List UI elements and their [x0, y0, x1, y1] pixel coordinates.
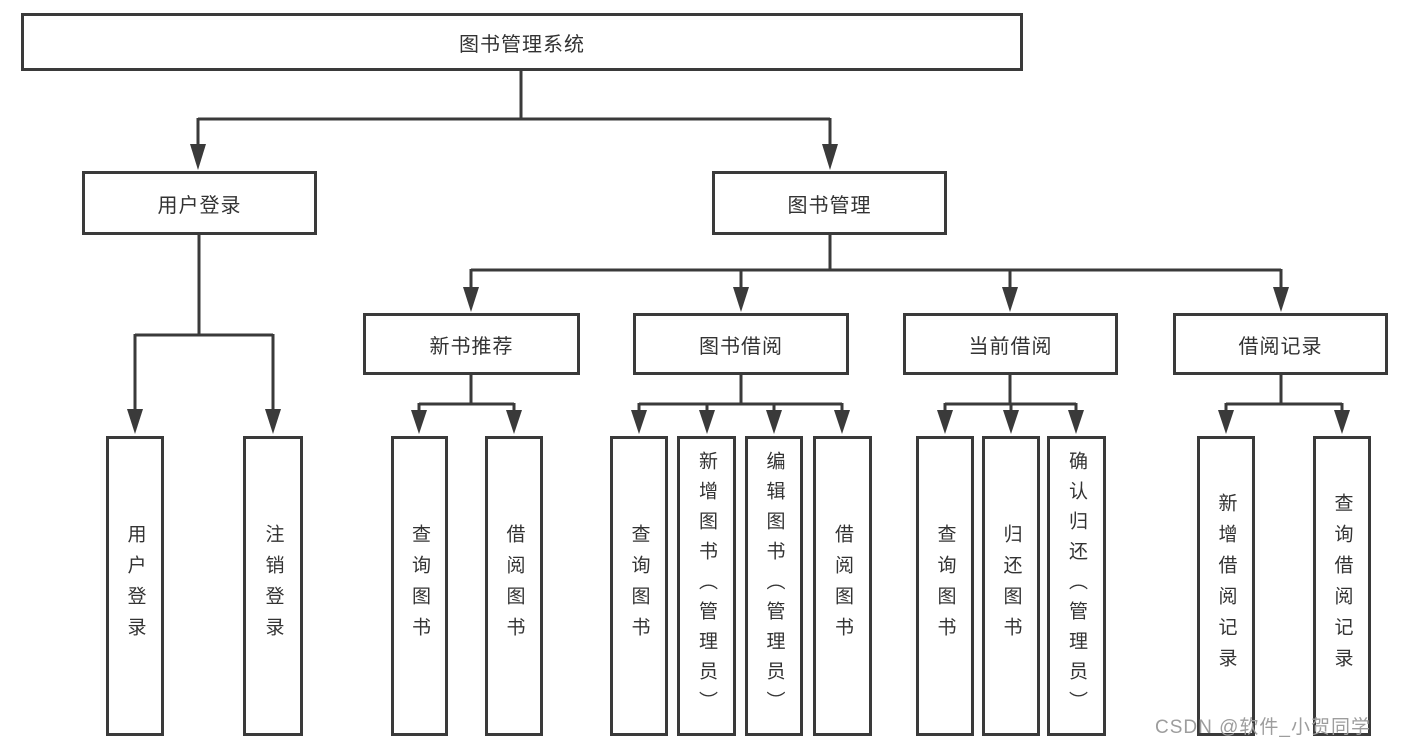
node-current-borrowing: 当前借阅 — [903, 313, 1118, 375]
node-label: 注销登录 — [262, 524, 284, 648]
node-label: 查询图书 — [409, 524, 430, 648]
node-new-book-recommend: 新书推荐 — [363, 313, 580, 375]
node-label: 借阅图书 — [503, 524, 525, 648]
leaf-borrow-books-2: 借阅图书 — [813, 436, 872, 736]
node-book-management: 图书管理 — [712, 171, 947, 235]
node-label: 用户登录 — [157, 194, 242, 217]
leaf-borrow-books-1: 借阅图书 — [485, 436, 543, 736]
leaf-query-borrow-record: 查询借阅记录 — [1313, 436, 1371, 736]
node-label: 借阅图书 — [832, 524, 853, 648]
node-label: 确认归还（管理员） — [1066, 451, 1087, 721]
node-label: 编辑图书（管理员） — [763, 451, 785, 721]
leaf-query-books-2: 查询图书 — [610, 436, 668, 736]
node-label: 图书借阅 — [699, 335, 783, 358]
node-label: 新书推荐 — [429, 335, 514, 358]
node-label: 查询借阅记录 — [1331, 493, 1353, 679]
leaf-user-login: 用户登录 — [106, 436, 164, 736]
csdn-watermark: CSDN @软件_小贺同学 — [1155, 717, 1371, 738]
node-label: 图书管理 — [787, 194, 872, 217]
node-label: 借阅记录 — [1238, 335, 1323, 358]
node-label: 查询图书 — [628, 524, 650, 648]
node-borrowing-records: 借阅记录 — [1173, 313, 1388, 375]
node-label: 图书管理系统 — [459, 33, 585, 56]
leaf-confirm-return-admin: 确认归还（管理员） — [1047, 436, 1106, 736]
arrowheads — [127, 144, 1350, 434]
leaf-query-books-3: 查询图书 — [916, 436, 974, 736]
node-label: 当前借阅 — [968, 335, 1053, 358]
leaf-query-books-1: 查询图书 — [391, 436, 448, 736]
leaf-edit-books-admin: 编辑图书（管理员） — [745, 436, 803, 736]
leaf-add-books-admin: 新增图书（管理员） — [677, 436, 736, 736]
node-label: 归还图书 — [1000, 524, 1022, 648]
leaf-logout: 注销登录 — [243, 436, 303, 736]
node-label: 用户登录 — [124, 524, 146, 648]
node-label: 查询图书 — [934, 524, 956, 648]
node-user-login: 用户登录 — [82, 171, 317, 235]
node-library-system: 图书管理系统 — [21, 13, 1023, 71]
leaf-return-books: 归还图书 — [982, 436, 1040, 736]
leaf-add-borrow-record: 新增借阅记录 — [1197, 436, 1255, 736]
node-book-borrowing: 图书借阅 — [633, 313, 849, 375]
node-label: 新增图书（管理员） — [696, 451, 717, 721]
node-label: 新增借阅记录 — [1215, 493, 1237, 679]
